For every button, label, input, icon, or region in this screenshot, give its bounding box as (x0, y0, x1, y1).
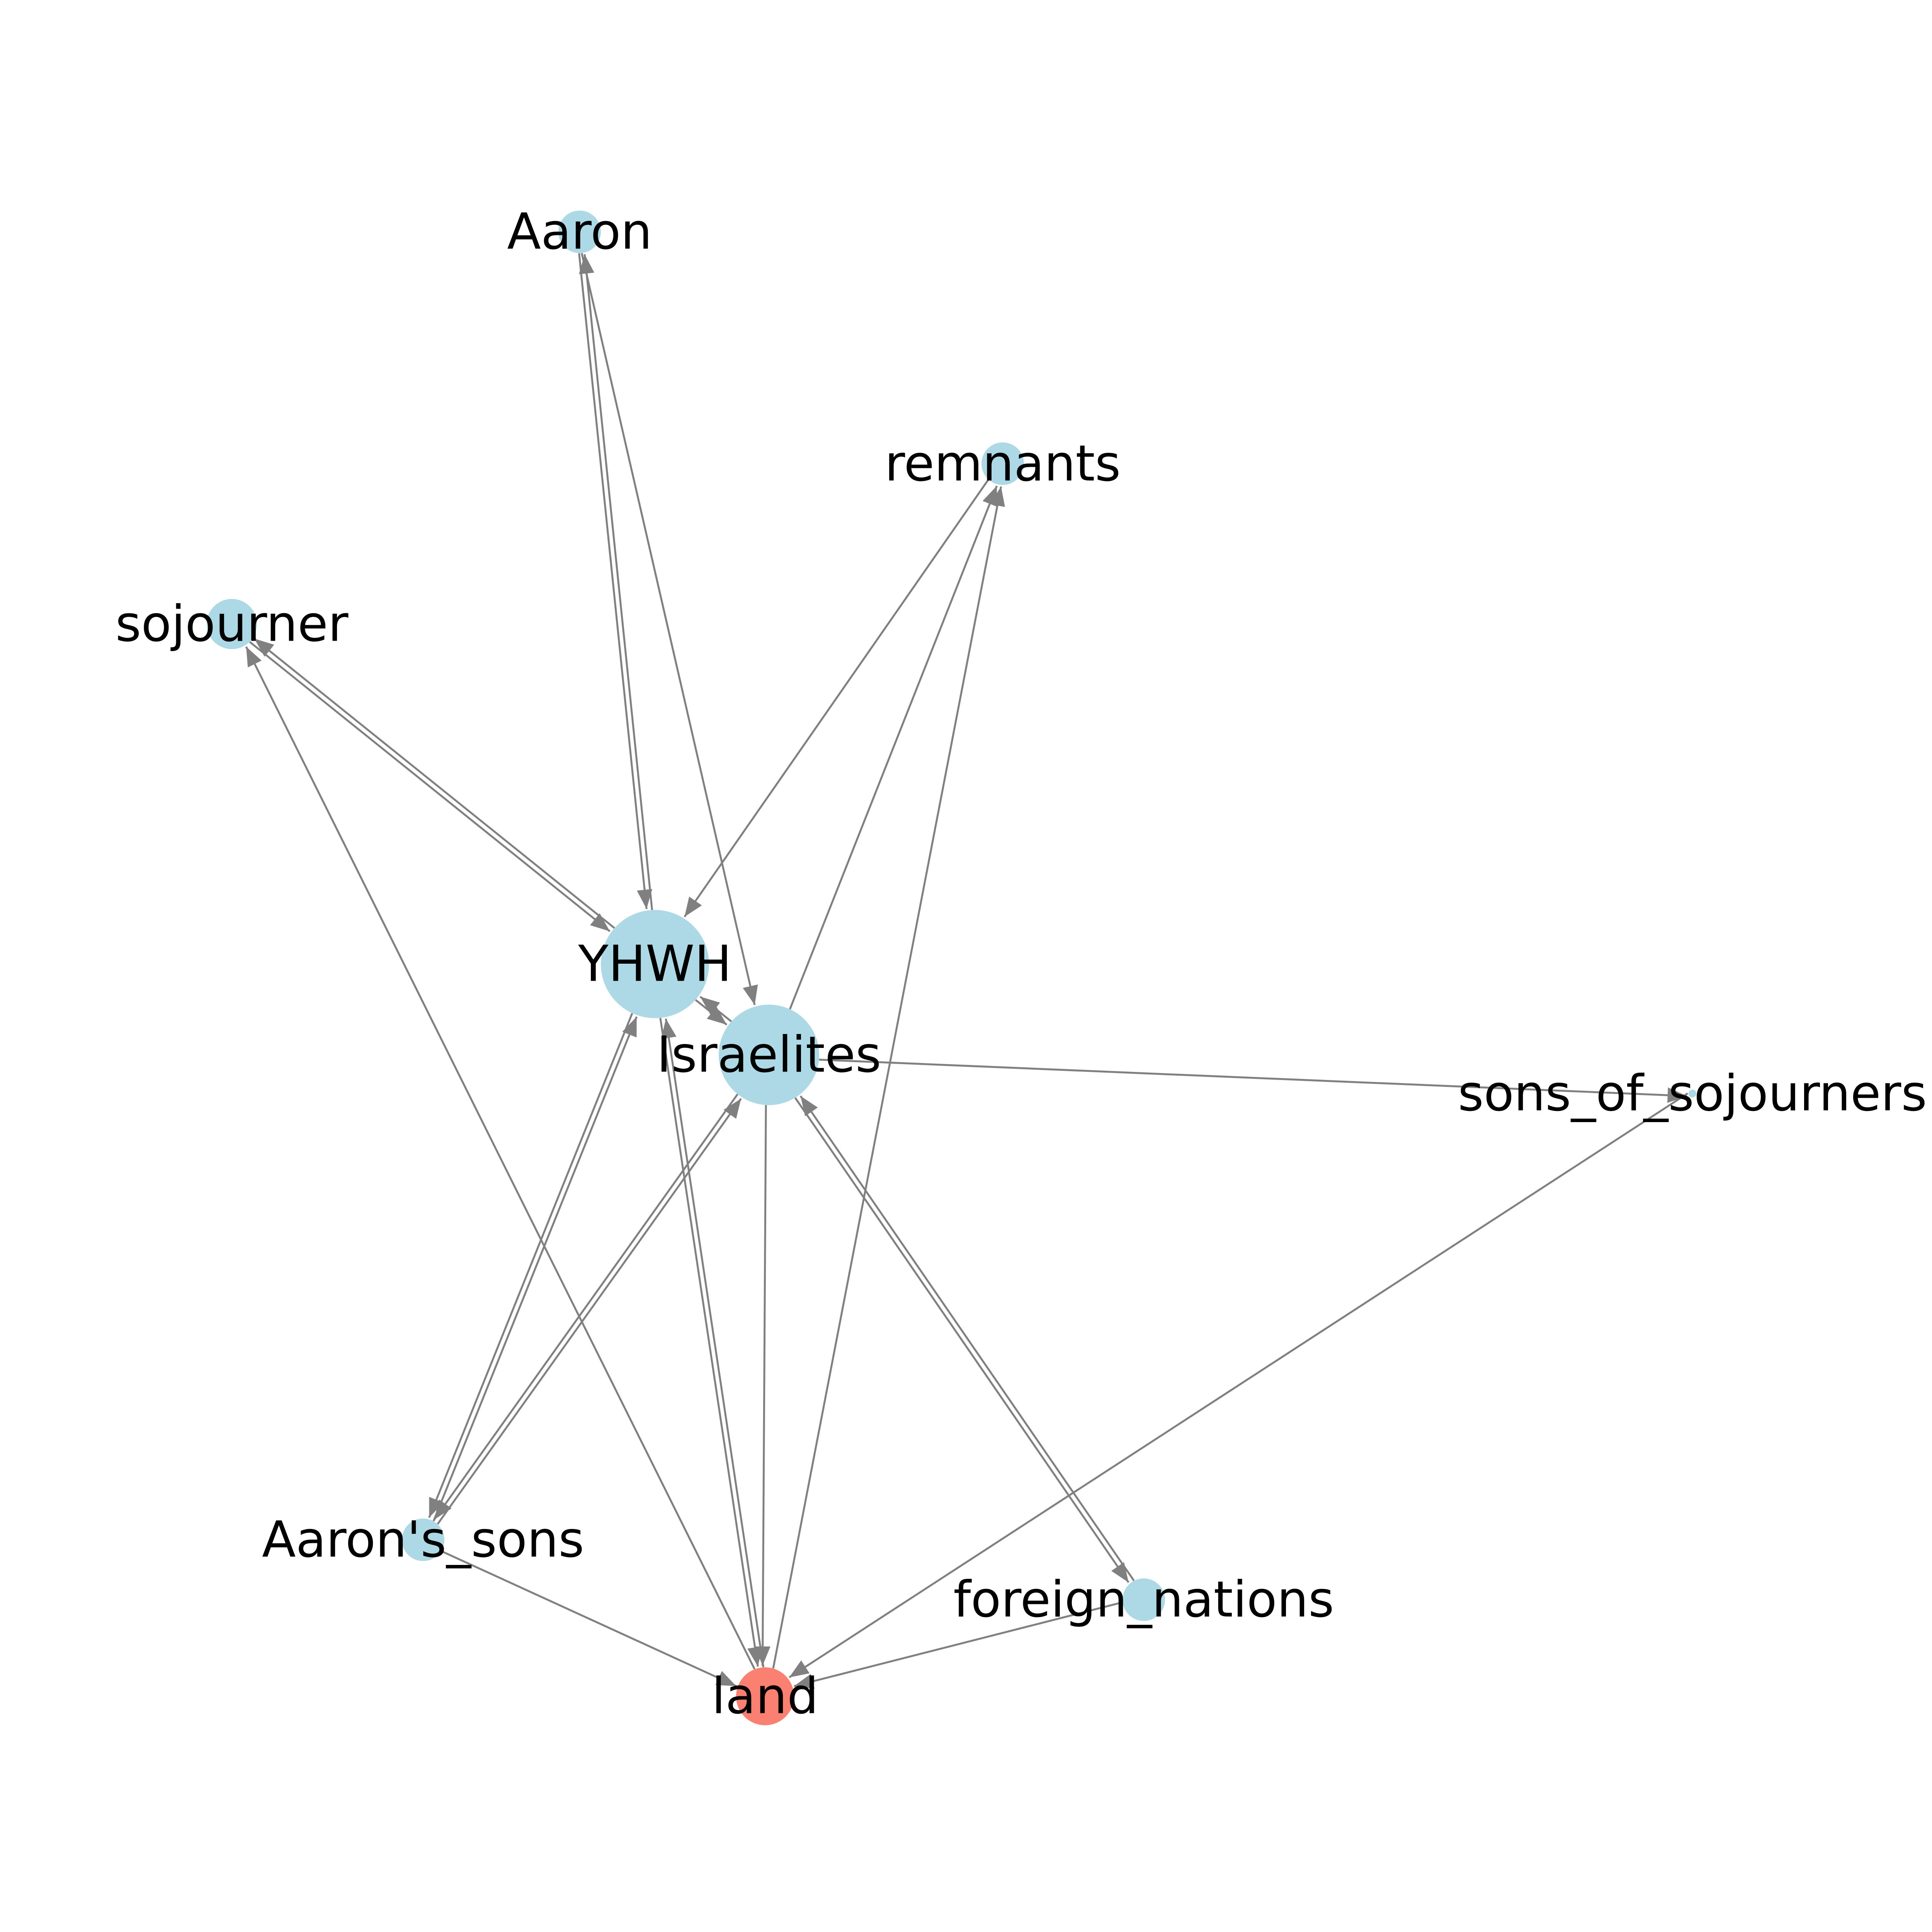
edge-land-to-YHWH (661, 1018, 765, 1668)
edge-YHWH-to-Aaron (579, 254, 653, 910)
node-label-remnants: remnants (885, 435, 1121, 493)
node-label-YHWH: YHWH (578, 935, 731, 993)
node-land[interactable] (736, 1667, 794, 1725)
edge-Israelites-to-YHWH (699, 996, 732, 1022)
edge-Israelites-to-land (755, 1105, 770, 1666)
edge-sojourner-to-YHWH (249, 641, 611, 932)
edge-sons_of_sojourners-to-land (789, 1092, 1689, 1679)
node-sojourner[interactable] (207, 599, 257, 649)
edges-layer (245, 253, 1689, 1689)
edge-YHWH-to-Israelites (695, 999, 728, 1026)
edge-Israelites-to-sons_of_sojourners (819, 1058, 1687, 1103)
edge-Aaron-to-YHWH (578, 253, 653, 909)
edge-Israelites-to-foreign_nations (794, 1097, 1129, 1583)
edge-YHWH-to-sojourner (253, 638, 615, 929)
edge-YHWH-to-Aarons_sons (428, 1013, 633, 1518)
node-Aaron[interactable] (558, 211, 601, 253)
edge-Israelites-to-Aarons_sons (433, 1094, 738, 1520)
edge-foreign_nations-to-Israelites (799, 1095, 1135, 1582)
edge-foreign_nations-to-land (794, 1601, 1123, 1689)
node-label-land: land (712, 1668, 818, 1725)
edge-remnants-to-YHWH (684, 479, 989, 918)
node-label-Israelites: Israelites (657, 1026, 881, 1084)
node-label-Aarons_sons: Aaron's_sons (262, 1511, 584, 1569)
node-Israelites[interactable] (719, 1005, 819, 1105)
edge-Aarons_sons-to-YHWH (432, 1016, 638, 1522)
edge-YHWH-to-land (659, 1018, 763, 1667)
edge-land-to-sojourner (245, 646, 756, 1670)
node-foreign_nations[interactable] (1122, 1578, 1165, 1621)
edge-Aarons_sons-to-land (441, 1550, 737, 1687)
node-remnants[interactable] (981, 442, 1024, 485)
node-YHWH[interactable] (601, 910, 709, 1018)
node-label-Aaron: Aaron (507, 203, 652, 261)
node-sons_of_sojourners[interactable] (1689, 1090, 1696, 1097)
node-Aarons_sons[interactable] (402, 1519, 444, 1561)
edge-Aaron-to-Israelites (581, 253, 758, 1005)
node-label-foreign_nations: foreign_nations (953, 1571, 1334, 1629)
edge-Aarons_sons-to-Israelites (437, 1098, 742, 1525)
nodes-layer (207, 211, 1696, 1725)
node-label-sons_of_sojourners: sons_of_sojourners (1458, 1065, 1927, 1122)
edge-Israelites-to-remnants (789, 485, 998, 1010)
edge-land-to-remnants (772, 486, 1005, 1669)
node-label-sojourner: sojourner (116, 595, 349, 653)
